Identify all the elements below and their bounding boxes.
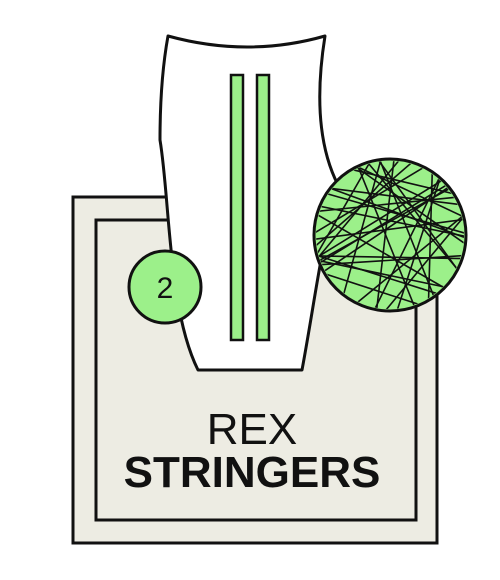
grip-stripe-left — [229, 73, 245, 342]
ball-string — [322, 191, 464, 236]
ball-string — [316, 181, 451, 266]
ball-string — [381, 212, 464, 309]
ball-string — [316, 254, 464, 266]
ball-string — [375, 161, 461, 274]
brand-name-line2: STRINGERS — [124, 448, 381, 497]
number-badge-text: 2 — [157, 272, 174, 305]
ball-string — [355, 162, 417, 309]
ball-string — [372, 173, 443, 309]
ball-string — [394, 173, 443, 309]
ball-outline — [312, 157, 468, 313]
grip-stripe-right — [255, 73, 271, 342]
string-mesh-ball-icon — [312, 157, 468, 313]
ball-string-mesh — [316, 161, 464, 309]
racket-grip-icon — [158, 34, 340, 372]
ball-string — [316, 161, 374, 260]
ball-string — [316, 255, 464, 260]
ball-string — [351, 163, 464, 220]
ball-string — [316, 177, 447, 261]
ball-string — [316, 253, 443, 297]
ball-string — [316, 196, 461, 213]
ball-string — [341, 161, 383, 300]
brand-name-line1: REX — [207, 405, 297, 454]
number-badge: 2 — [127, 249, 203, 325]
ball-string — [377, 161, 437, 302]
number-badge-circle — [127, 249, 203, 325]
